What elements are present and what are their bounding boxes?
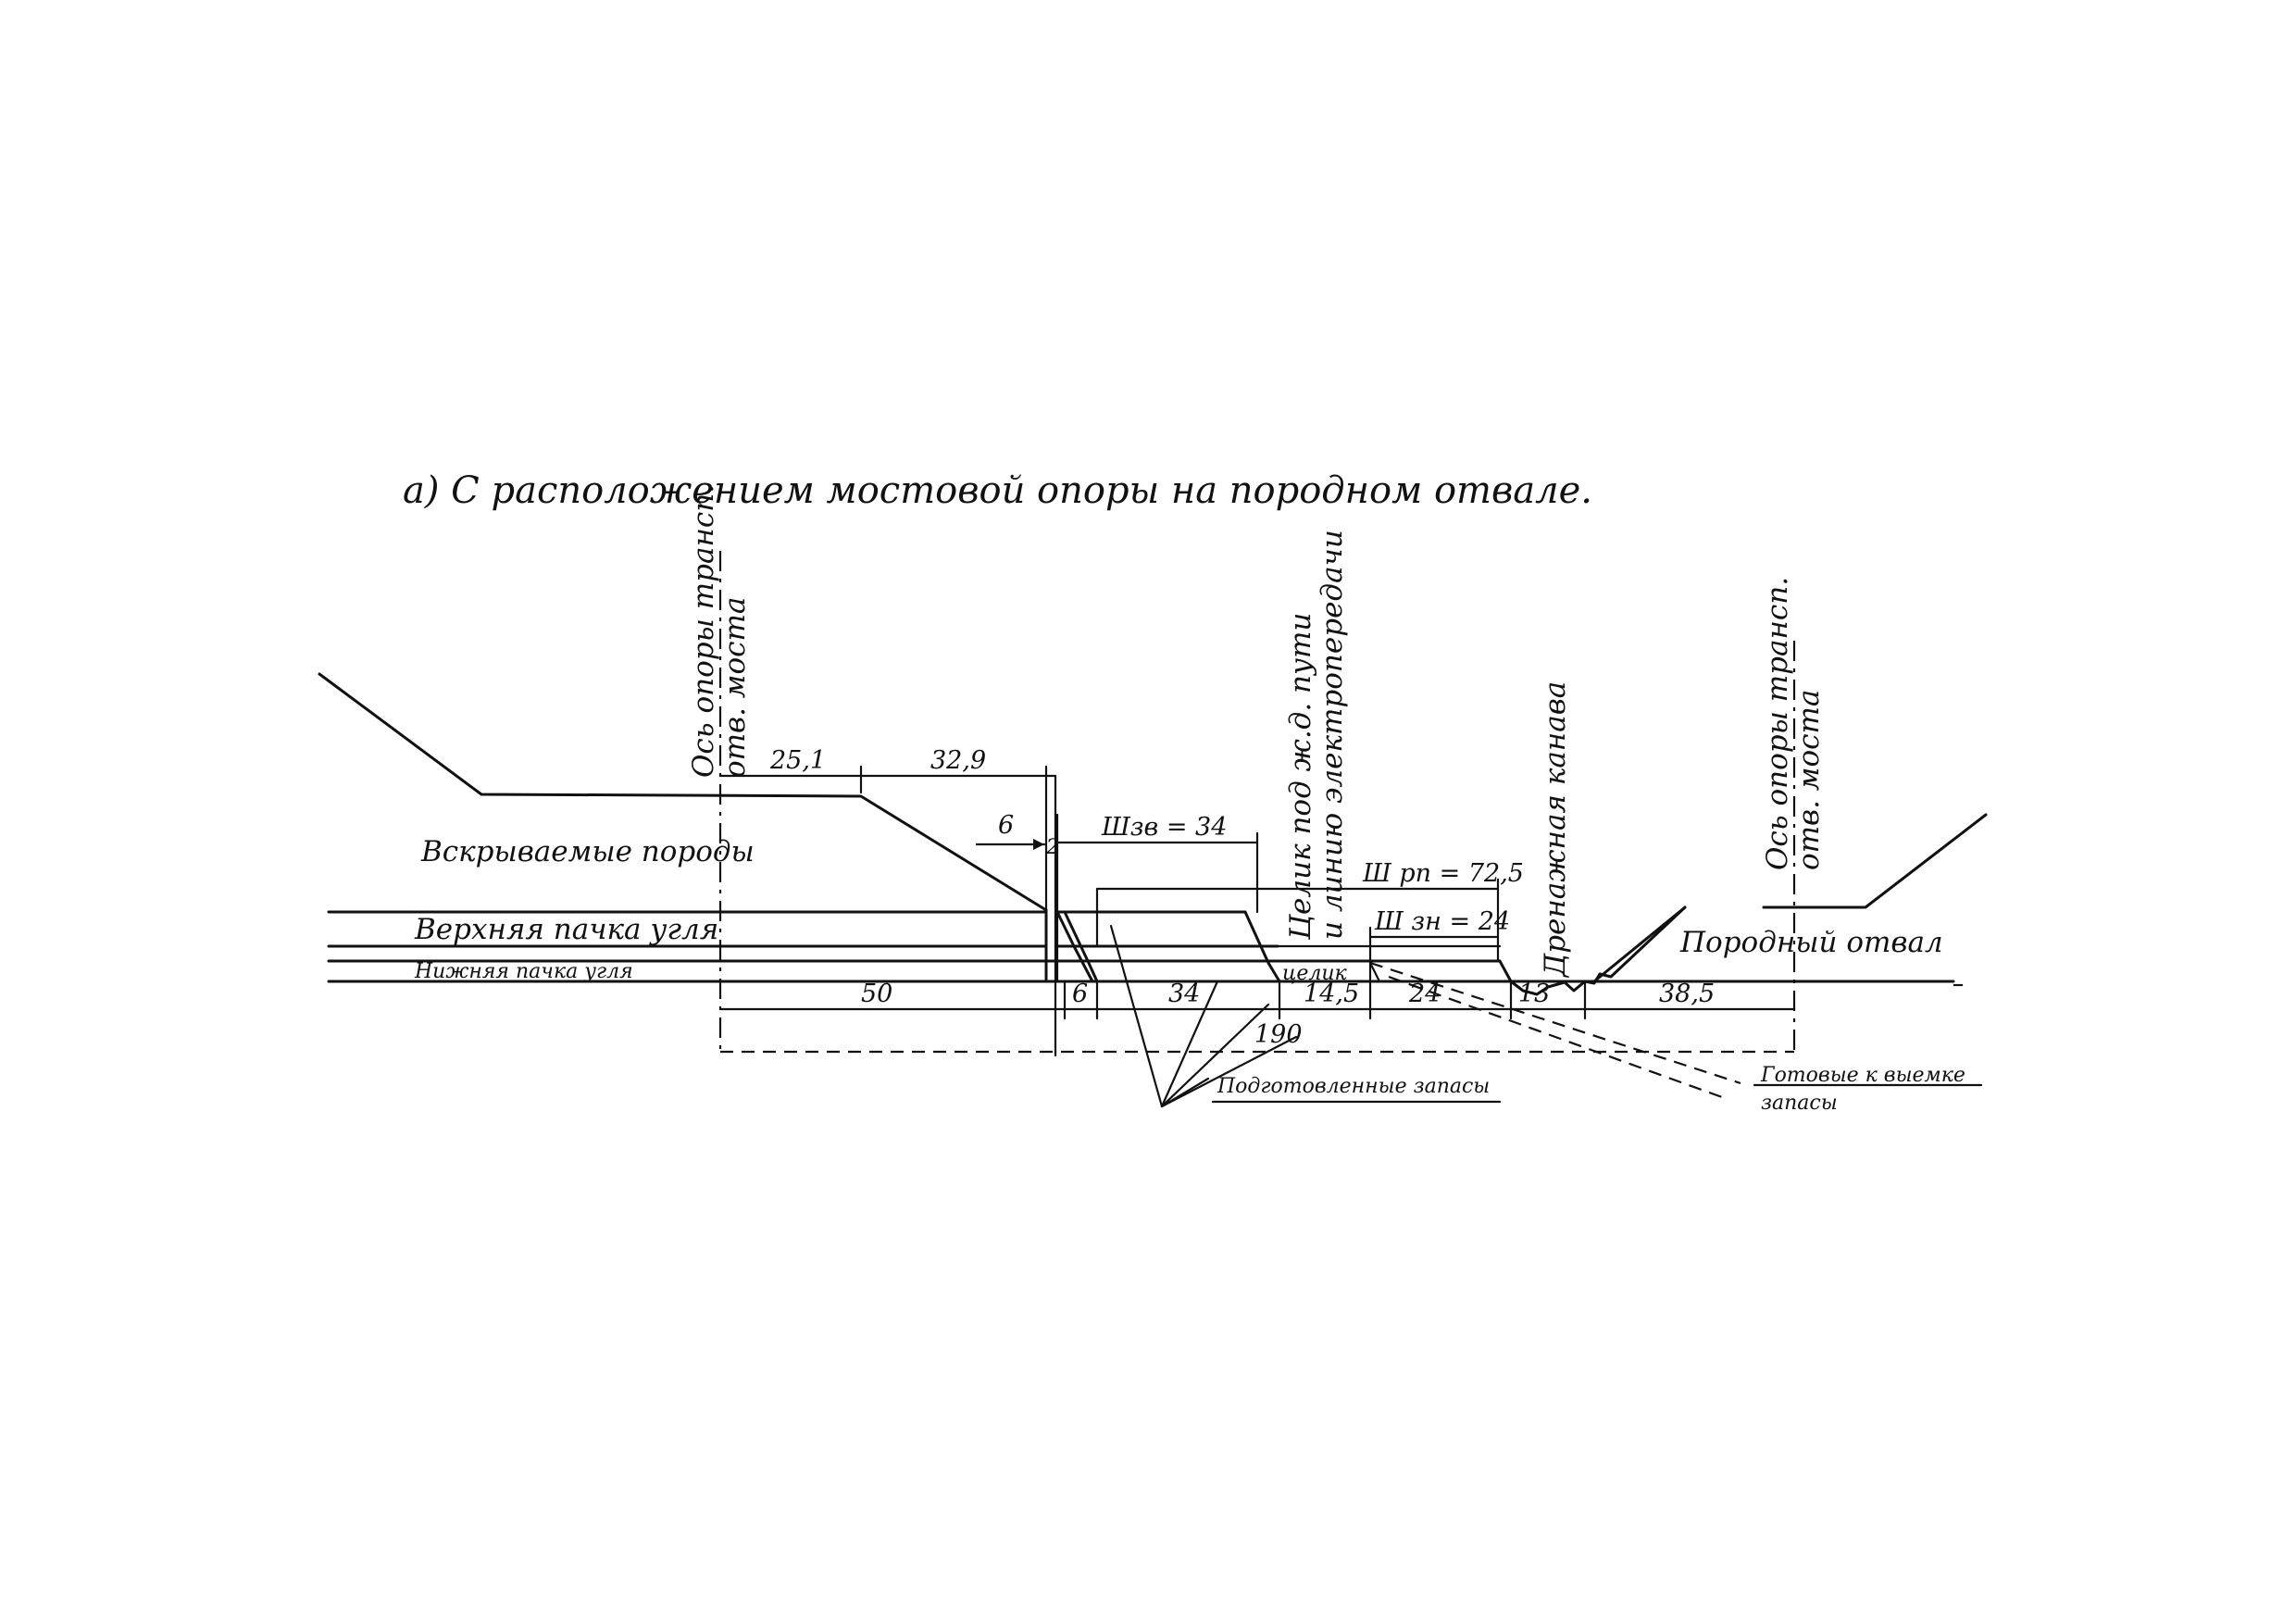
dump-label: Породный отвал — [1679, 926, 1943, 959]
dim-190: 190 — [1254, 1020, 1303, 1049]
axis-left-label: Ось опоры трансп. отв. моста — [687, 484, 752, 778]
dim-zn: Ш зн = 24 — [1374, 907, 1510, 936]
dim-6-bottom: 6 — [1072, 980, 1088, 1008]
prepared-label: Подготовленные запасы — [1217, 1075, 1490, 1098]
face-step-1 — [1055, 910, 1094, 983]
upper-seam-label: Верхняя пачка угля — [414, 913, 718, 946]
axis-left-label-line1: Ось опоры трансп. — [687, 484, 720, 778]
pillar-small-label: целик — [1282, 962, 1348, 985]
axis-left-label-line2: отв. моста — [718, 597, 752, 778]
pillar-edge — [1368, 961, 1381, 983]
overburden-surface-line — [318, 672, 1048, 912]
dim-34-bottom: 34 — [1168, 980, 1200, 1008]
prepared-leader-5 — [1160, 1077, 1210, 1108]
ready-reserve-dash-1 — [1369, 961, 1741, 1085]
axis-right-label: Ось опоры трансп. отв. моста — [1761, 577, 1826, 870]
dim-38-5: 38,5 — [1659, 980, 1715, 1008]
dim-rp: Ш рп = 72,5 — [1362, 859, 1524, 888]
pillar-label: Целик под ж.д. пути и линию электроперед… — [1284, 530, 1349, 941]
overburden-label: Вскрываемые породы — [420, 835, 755, 868]
pillar-label-line1: Целик под ж.д. пути — [1284, 613, 1317, 941]
prepared-leader-3 — [1160, 1003, 1270, 1108]
dim-6-top: 6 — [998, 811, 1014, 840]
axis-right-label-line2: отв. моста — [1792, 690, 1826, 870]
diagram-title: а) С расположением мостовой опоры на пор… — [403, 469, 1592, 512]
dim-32-9: 32,9 — [930, 746, 986, 775]
axis-right-label-line1: Ось опоры трансп. — [1761, 577, 1794, 870]
dump-surface-line — [1762, 813, 1988, 909]
pillar-face — [1243, 910, 1281, 983]
dump-slope — [1592, 905, 1687, 983]
dim-50: 50 — [861, 980, 892, 1008]
ready-label-line2: запасы — [1761, 1092, 1838, 1115]
prepared-leader-2 — [1160, 980, 1219, 1108]
prepared-leader-1 — [1109, 924, 1164, 1108]
dim-25-1: 25,1 — [769, 746, 826, 775]
dim-14-5: 14,5 — [1304, 980, 1359, 1008]
prepared-leader-4 — [1160, 1035, 1298, 1108]
dim-6-arrowhead — [1033, 839, 1044, 850]
pillar-label-line2: и линию электропередачи — [1316, 530, 1349, 940]
dim-13: 13 — [1518, 980, 1550, 1008]
drain-label: Дренажная канава — [1539, 681, 1572, 979]
ready-reserve-dash-2 — [1388, 975, 1723, 1099]
face-step-2 — [1063, 910, 1099, 983]
drain-label-text: Дренажная канава — [1539, 681, 1572, 979]
drain-edge-left — [1498, 959, 1513, 983]
dim-2: 2 — [1045, 836, 1059, 859]
dim-zv: Шзв = 34 — [1101, 813, 1227, 842]
lower-seam-label: Нижняя пачка угля — [414, 960, 633, 983]
ready-label-line1: Готовые к выемке — [1760, 1064, 1965, 1087]
